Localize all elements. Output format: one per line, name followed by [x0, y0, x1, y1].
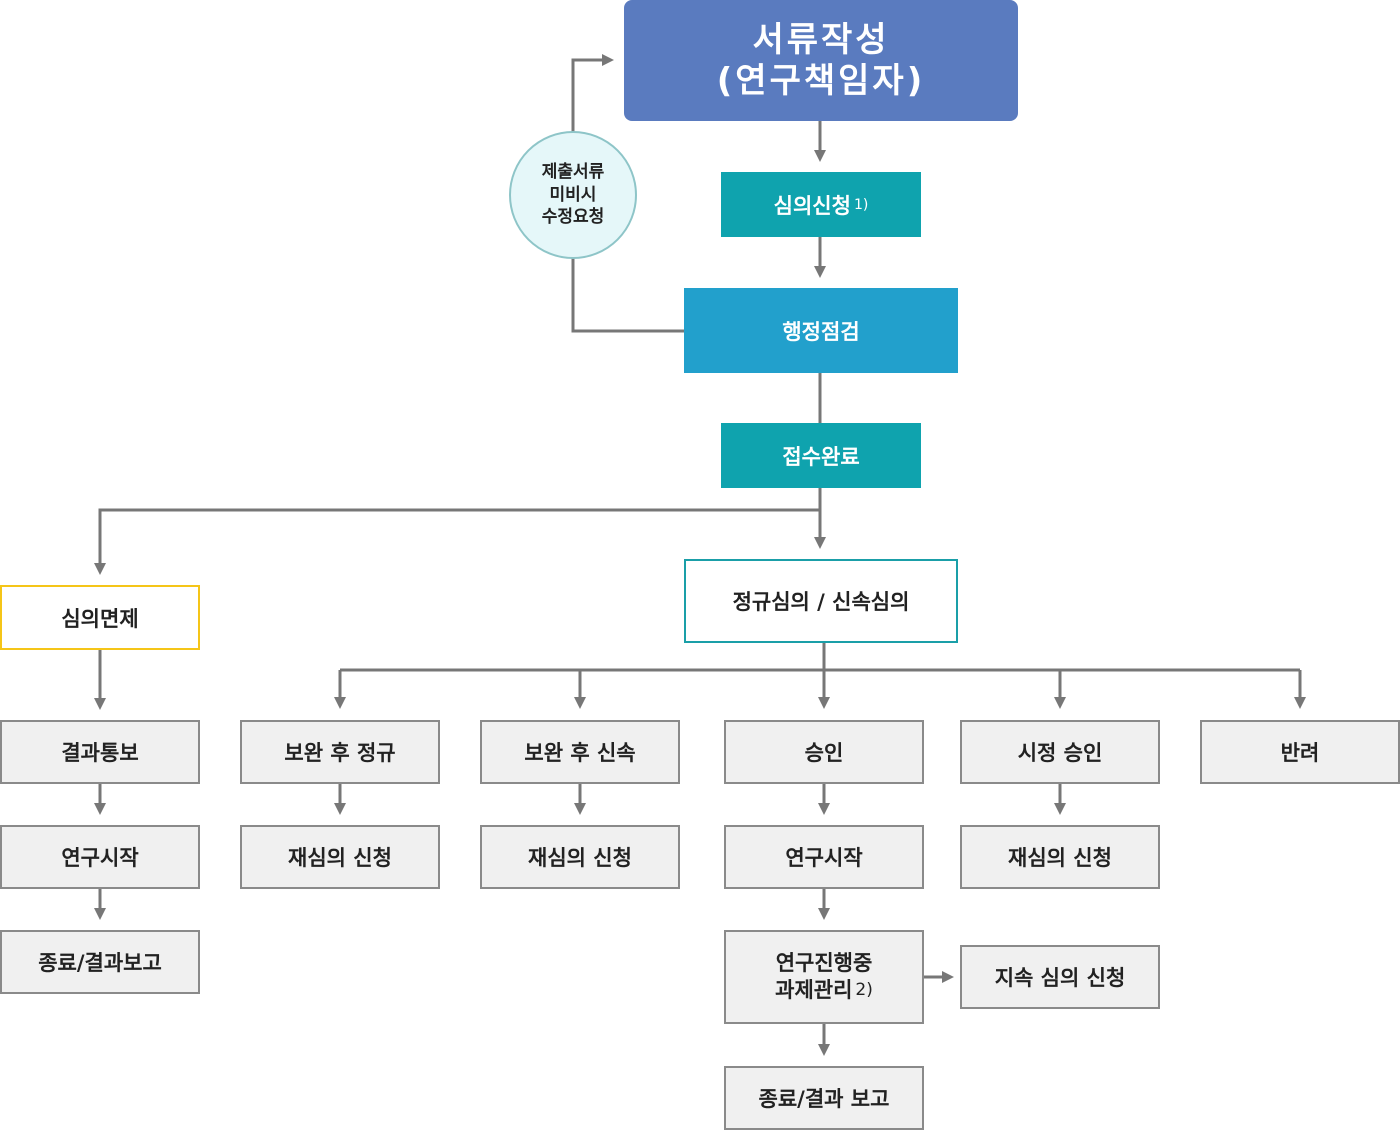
node-label: 종료/결과 보고: [758, 1087, 890, 1111]
node-label: 보완 후 정규: [284, 741, 396, 765]
node-label: 재심의 신청: [528, 846, 632, 870]
node-label: 수정요청: [541, 207, 605, 228]
received-node: 접수완료: [721, 423, 921, 488]
research-start-node: 연구시작: [0, 825, 200, 889]
node-label: 정규심의 / 신속심의: [732, 590, 910, 614]
supplement-regular-node: 보완 후 정규: [240, 720, 440, 784]
approval-node: 승인: [724, 720, 924, 784]
exempt-node: 심의면제: [0, 585, 200, 650]
rereview-application-node: 재심의 신청: [240, 825, 440, 889]
node-label: 종료/결과보고: [38, 951, 162, 975]
footnote-mark: 1): [853, 196, 869, 213]
end-report-node: 종료/결과보고: [0, 930, 200, 994]
node-label: 접수완료: [782, 444, 860, 469]
node-label: 심의신청: [773, 193, 851, 218]
node-label: (연구책임자): [716, 60, 926, 101]
admin-check-node: 행정점검: [684, 288, 958, 373]
end-report-node: 종료/결과 보고: [724, 1066, 924, 1130]
node-label: 재심의 신청: [1008, 846, 1112, 870]
node-label: 연구시작: [61, 846, 139, 870]
node-label: 미비시: [549, 184, 597, 205]
node-label: 보완 후 신속: [524, 741, 636, 765]
node-label: 과제관리: [775, 978, 853, 1002]
rejection-node: 반려: [1200, 720, 1400, 784]
line-review-branch: [340, 643, 1300, 672]
node-label: 재심의 신청: [288, 846, 392, 870]
line-check-circle: [571, 258, 684, 333]
prepare-documents-node: 서류작성 (연구책임자): [624, 0, 1018, 121]
node-label: 심의면제: [61, 606, 139, 631]
revision-request-node: 제출서류 미비시 수정요청: [509, 131, 637, 259]
arrow-received-exempt: [94, 508, 820, 575]
node-label: 승인: [804, 741, 844, 765]
supplement-fast-node: 보완 후 신속: [480, 720, 680, 784]
node-label: 연구진행중: [775, 950, 873, 975]
research-start-node: 연구시작: [724, 825, 924, 889]
continuing-review-node: 지속 심의 신청: [960, 945, 1160, 1009]
node-label: 연구시작: [785, 846, 863, 870]
rereview-application-node: 재심의 신청: [960, 825, 1160, 889]
node-label: 행정점검: [782, 319, 860, 344]
arrow-circle-prepare: [571, 54, 614, 132]
node-label: 반려: [1280, 741, 1320, 765]
footnote-mark: 2): [855, 980, 873, 1000]
node-label: 지속 심의 신청: [994, 966, 1126, 990]
conditional-approval-node: 시정 승인: [960, 720, 1160, 784]
regular-fast-review-node: 정규심의 / 신속심의: [684, 559, 958, 643]
node-label: 결과통보: [61, 741, 139, 765]
rereview-application-node: 재심의 신청: [480, 825, 680, 889]
node-label: 제출서류: [541, 161, 605, 182]
node-label: 시정 승인: [1017, 741, 1103, 765]
node-label: 서류작성: [752, 19, 890, 60]
result-notify-node: 결과통보: [0, 720, 200, 784]
